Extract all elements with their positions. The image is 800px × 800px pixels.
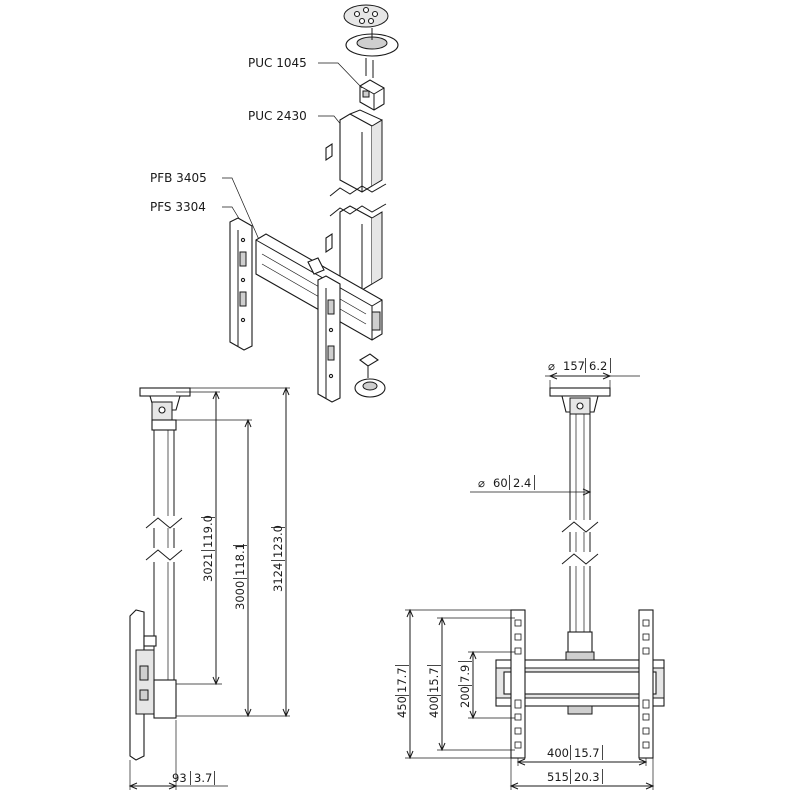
dim-phi60: ⌀ 60 2.4 [478,475,535,490]
svg-text:7.9: 7.9 [458,665,472,683]
dim-450: 450 17.7 [395,665,409,718]
dim-3124: 3124 123.0 [271,525,285,592]
svg-text:515: 515 [547,770,569,784]
dim-3000: 3000 118.1 [233,543,247,610]
dim-200: 200 7.9 [458,661,472,708]
pfs3304-right-strip [317,275,341,403]
svg-text:17.7: 17.7 [395,667,409,693]
svg-text:450: 450 [395,696,409,718]
svg-text:400: 400 [547,746,569,760]
svg-text:400: 400 [427,696,441,718]
label-puc2430: PUC 2430 [248,109,307,123]
svg-text:⌀: ⌀ [548,359,555,373]
svg-text:6.2: 6.2 [589,359,607,373]
svg-text:123.0: 123.0 [271,525,285,558]
dim-phi157: ⌀ 157 6.2 [548,358,611,373]
dim-400-vertical: 400 15.7 [427,665,441,718]
label-pfs3304: PFS 3304 [150,200,206,214]
ceiling-plate [343,4,399,57]
dim-93: 93 3.7 [172,771,215,785]
side-dimensions [128,386,290,790]
pfs3304-left-strip [229,217,253,351]
svg-text:60: 60 [493,476,508,490]
svg-text:200: 200 [458,686,472,708]
svg-text:3021: 3021 [201,553,215,582]
svg-text:15.7: 15.7 [574,746,600,760]
dim-400-horizontal: 400 15.7 [547,745,603,760]
front-dimensions [406,372,655,790]
dim-515: 515 20.3 [547,769,603,784]
bottom-cap [354,353,386,398]
lower-tube [325,183,387,291]
svg-text:15.7: 15.7 [427,667,441,693]
svg-text:3.7: 3.7 [194,771,212,785]
exploded-view: PUC 1045 PUC 2430 PFB 3405 PFS 3304 [150,4,399,403]
label-pfb3405: PFB 3405 [150,171,207,185]
svg-text:20.3: 20.3 [574,770,600,784]
svg-text:119.0: 119.0 [201,515,215,548]
svg-text:118.1: 118.1 [233,543,247,576]
dim-3021: 3021 119.0 [201,515,215,582]
puc1045-coupling [359,79,385,111]
upper-tube [325,109,383,193]
svg-text:93: 93 [172,771,187,785]
label-puc1045: PUC 1045 [248,56,307,70]
svg-text:3000: 3000 [233,581,247,610]
svg-text:3124: 3124 [271,563,285,592]
svg-text:157: 157 [563,359,585,373]
svg-text:⌀: ⌀ [478,476,485,490]
svg-text:2.4: 2.4 [513,476,531,490]
side-view [129,387,290,790]
front-view [405,380,665,790]
